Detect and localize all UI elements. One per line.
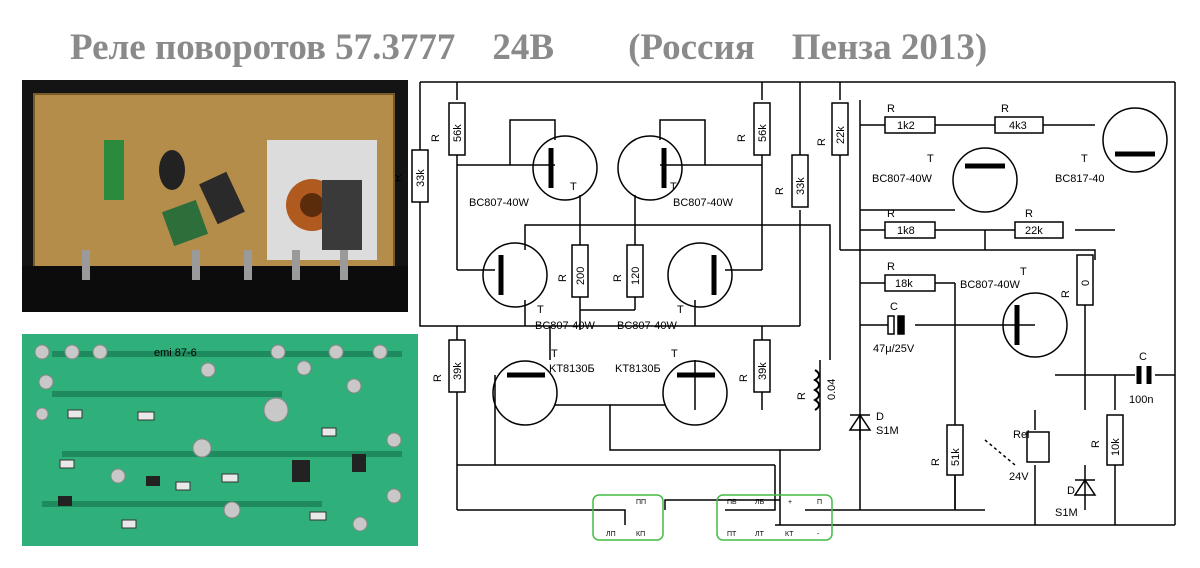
label-r-0-prefix: R xyxy=(1060,290,1072,298)
label-r-10k-prefix: R xyxy=(1090,440,1102,448)
label-relay: Rel xyxy=(1013,429,1030,441)
label-t6: KT8130Б xyxy=(615,363,661,375)
pin-pt: ПТ xyxy=(727,531,737,538)
label-t7: BC807-40W xyxy=(872,173,933,185)
pin-p: П xyxy=(817,499,822,506)
label-r-18k-prefix: R xyxy=(887,261,895,273)
pin-pp: ПП xyxy=(636,499,646,506)
label-r-39k-left: 39k xyxy=(452,362,464,380)
label-r-shunt: 0.04 xyxy=(826,379,838,400)
label-r-39k-right: 39k xyxy=(757,362,769,380)
pin-pb: ПБ xyxy=(727,499,737,506)
pcb-silkscreen: emi 87-6 xyxy=(154,347,197,359)
label-t9-prefix: T xyxy=(1020,266,1027,278)
label-t7-prefix: T xyxy=(927,153,934,165)
label-r-33k-right-prefix: R xyxy=(774,187,786,195)
label-r-120: 120 xyxy=(630,267,642,285)
label-r-22k-top-prefix: R xyxy=(816,138,828,146)
pcb-photo: emi 87-6 xyxy=(22,334,418,546)
label-r-33k-left: 33k xyxy=(415,169,427,187)
label-r-1k8: 1k8 xyxy=(897,225,915,237)
label-t3: BC807-40W xyxy=(535,320,596,332)
label-r-56k-right-prefix: R xyxy=(736,134,748,142)
label-r-shunt-prefix: R xyxy=(796,392,808,400)
label-d2-prefix: D xyxy=(1067,485,1075,497)
label-r-22k-top: 22k xyxy=(835,126,847,144)
label-r-56k-left: 56k xyxy=(452,124,464,142)
label-r-200-prefix: R xyxy=(557,274,569,282)
label-r-120-prefix: R xyxy=(612,274,624,282)
pin-kp: КП xyxy=(636,531,645,538)
label-relay-voltage: 24V xyxy=(1009,471,1029,483)
label-r-56k-left-prefix: R xyxy=(430,134,442,142)
label-r-39k-right-prefix: R xyxy=(738,374,750,382)
label-r-0: 0 xyxy=(1080,280,1092,286)
label-r-51k-prefix: R xyxy=(930,458,942,466)
label-d2: S1M xyxy=(1055,507,1078,519)
label-r-33k-right: 33k xyxy=(795,177,807,195)
label-t4: BC807-40W xyxy=(617,320,678,332)
label-t9: BC807-40W xyxy=(960,279,1021,291)
label-t6-prefix: T xyxy=(671,348,678,360)
circuit-schematic: R 33k R 56k R 56k R 33k R 200 R 120 R 39… xyxy=(395,81,1176,541)
label-r-200: 200 xyxy=(575,267,587,285)
label-t8: BC817-40 xyxy=(1055,173,1105,185)
label-c2: 100n xyxy=(1129,394,1153,406)
label-c2-prefix: C xyxy=(1139,351,1147,363)
label-d1-prefix: D xyxy=(876,411,884,423)
label-r-18k: 18k xyxy=(895,278,913,290)
label-t5-prefix: T xyxy=(551,348,558,360)
label-t4-prefix: T xyxy=(677,304,684,316)
relay-board-photo xyxy=(22,80,408,312)
label-r-22k-mid-prefix: R xyxy=(1025,208,1033,220)
pin-plus: + xyxy=(788,499,792,506)
label-r-1k2: 1k2 xyxy=(897,120,915,132)
label-d1: S1M xyxy=(876,425,899,437)
label-r-10k: 10k xyxy=(1110,438,1122,456)
label-t1: BC807-40W xyxy=(469,197,530,209)
label-r-22k-mid: 22k xyxy=(1025,225,1043,237)
label-r-39k-left-prefix: R xyxy=(432,374,444,382)
label-r-1k8-prefix: R xyxy=(887,208,895,220)
label-c1: 47μ/25V xyxy=(873,343,915,355)
label-t1-prefix: T xyxy=(570,181,577,193)
label-c1-prefix: C xyxy=(890,301,898,313)
label-r-4k3: 4k3 xyxy=(1009,120,1027,132)
label-t3-prefix: T xyxy=(537,304,544,316)
label-t2: BC807-40W xyxy=(673,197,734,209)
pin-kt: КТ xyxy=(785,531,794,538)
pin-minus: - xyxy=(817,531,820,538)
label-r-4k3-prefix: R xyxy=(1001,103,1009,115)
label-r-51k: 51k xyxy=(950,448,962,466)
pin-lt: ЛТ xyxy=(755,531,765,538)
label-r-1k2-prefix: R xyxy=(887,103,895,115)
label-t5: KT8130Б xyxy=(549,363,595,375)
label-t8-prefix: T xyxy=(1081,153,1088,165)
label-t2-prefix: T xyxy=(670,181,677,193)
label-r-33k-left-prefix: R xyxy=(395,174,404,182)
page-title: Реле поворотов 57.3777 24В (Россия Пенза… xyxy=(70,27,988,68)
pin-lp: ЛП xyxy=(606,531,616,538)
pin-lb: ЛБ xyxy=(755,499,765,506)
label-r-56k-right: 56k xyxy=(757,124,769,142)
